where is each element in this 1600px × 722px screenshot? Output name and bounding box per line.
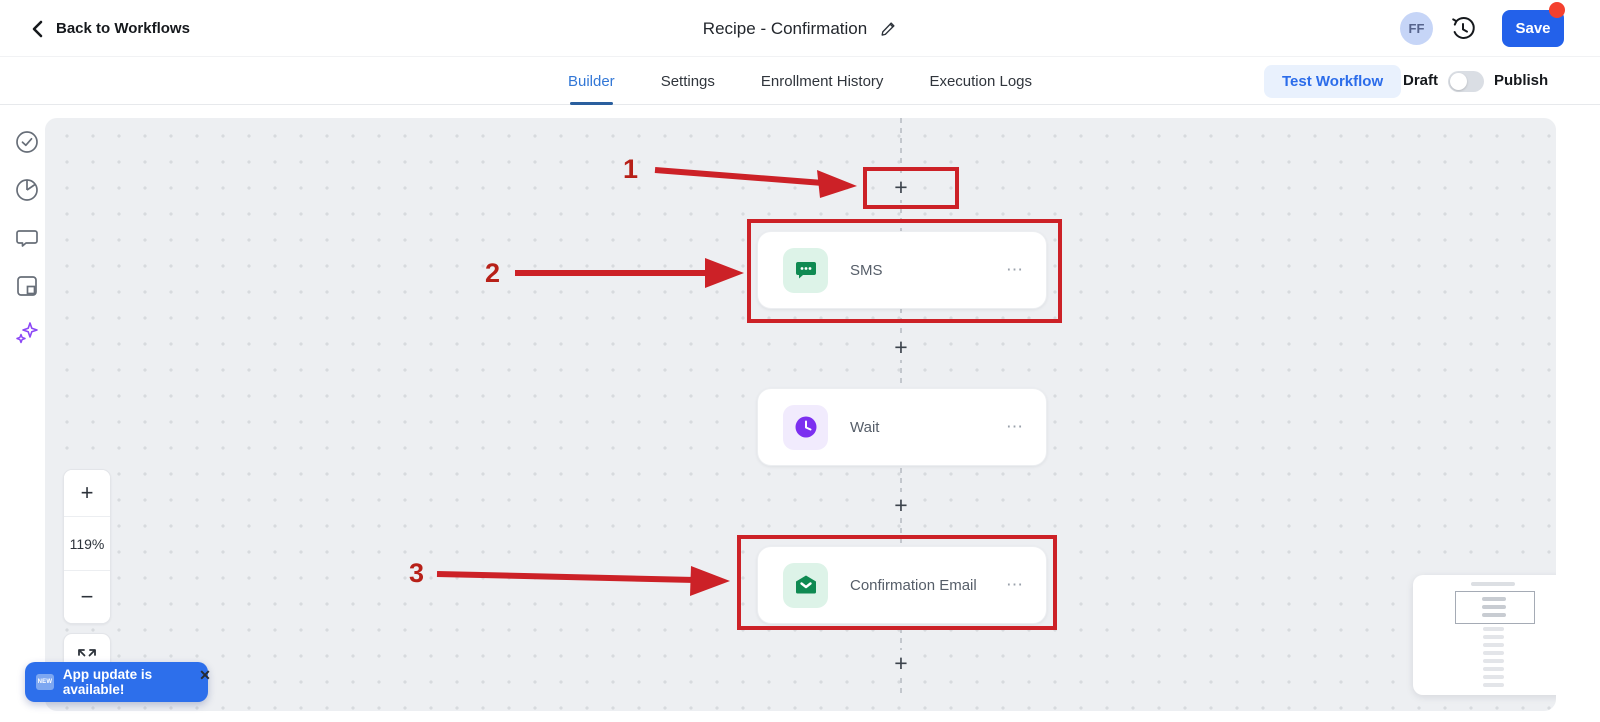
- minimap-node-bar: [1483, 667, 1504, 671]
- annotation-number-2: 2: [485, 258, 501, 288]
- tab-bar: Builder Settings Enrollment History Exec…: [0, 57, 1600, 105]
- new-badge: NEW: [36, 674, 54, 690]
- chevron-left-icon: [30, 20, 46, 38]
- draft-publish-toggle[interactable]: [1448, 71, 1484, 92]
- workflow-builder-main: + + + + SMS ⋯ Wait ⋯: [0, 105, 1600, 722]
- minimap-node-bar: [1483, 675, 1504, 679]
- email-open-icon: [783, 562, 828, 608]
- minimap-node-bar: [1483, 651, 1504, 655]
- pie-chart-icon[interactable]: [14, 177, 40, 203]
- back-to-workflows-button[interactable]: Back to Workflows: [30, 0, 190, 57]
- unsaved-changes-dot: [1549, 2, 1565, 18]
- banner-close-icon[interactable]: ✕: [199, 666, 211, 683]
- toggle-knob: [1450, 73, 1467, 90]
- minimap-title-bar: [1471, 582, 1515, 586]
- comment-icon[interactable]: [14, 225, 40, 251]
- zoom-controls: + 119% −: [63, 469, 111, 624]
- minimap-viewport[interactable]: [1455, 591, 1535, 624]
- zoom-in-button[interactable]: +: [64, 470, 110, 516]
- minimap-node-bar: [1483, 659, 1504, 663]
- minimap-node-bar: [1483, 635, 1504, 639]
- annotation-box-3: [737, 535, 1057, 630]
- minimap[interactable]: [1413, 575, 1556, 695]
- minimap-node-bar: [1483, 643, 1504, 647]
- ai-sparkles-icon[interactable]: [14, 320, 40, 346]
- check-circle-icon[interactable]: [14, 129, 40, 155]
- node-label: Wait: [850, 418, 880, 436]
- node-menu-ellipsis[interactable]: ⋯: [1006, 260, 1024, 279]
- add-step-button-after-sms[interactable]: +: [888, 334, 914, 360]
- top-bar: Back to Workflows Recipe - Confirmation …: [0, 0, 1600, 57]
- node-label: SMS: [850, 261, 883, 279]
- annotation-arrow-1: [654, 167, 857, 198]
- annotation-number-1: 1: [623, 154, 639, 184]
- node-confirmation-email[interactable]: Confirmation Email ⋯: [757, 546, 1047, 624]
- minimap-node-bar: [1482, 605, 1506, 609]
- tabs: Builder Settings Enrollment History Exec…: [0, 57, 1600, 105]
- tab-execution-logs[interactable]: Execution Logs: [929, 72, 1033, 90]
- minimap-node-bar: [1483, 627, 1504, 631]
- sms-icon: [783, 247, 828, 293]
- add-step-button-bottom[interactable]: +: [888, 650, 914, 676]
- node-menu-ellipsis[interactable]: ⋯: [1006, 575, 1024, 594]
- tab-builder[interactable]: Builder: [568, 57, 615, 105]
- zoom-out-button[interactable]: −: [64, 570, 110, 623]
- annotation-arrow-2: [515, 258, 744, 288]
- add-step-button-after-wait[interactable]: +: [888, 492, 914, 518]
- tab-settings[interactable]: Settings: [660, 72, 715, 90]
- title-area: Recipe - Confirmation: [0, 0, 1600, 57]
- draft-label: Draft: [1403, 72, 1439, 89]
- annotation-number-3: 3: [409, 558, 425, 588]
- workflow-canvas[interactable]: + + + + SMS ⋯ Wait ⋯: [45, 118, 1556, 711]
- back-label: Back to Workflows: [56, 20, 190, 37]
- expand-arrows-icon: [76, 646, 98, 668]
- node-menu-ellipsis[interactable]: ⋯: [1006, 417, 1024, 436]
- zoom-level: 119%: [64, 516, 110, 570]
- minimap-node-bar: [1482, 597, 1506, 601]
- history-clock-icon[interactable]: [1450, 16, 1476, 42]
- node-label: Confirmation Email: [850, 576, 977, 594]
- node-sms[interactable]: SMS ⋯: [757, 231, 1047, 309]
- add-step-button-top[interactable]: +: [888, 174, 914, 200]
- minimap-node-bar: [1482, 613, 1506, 617]
- page-title: Recipe - Confirmation: [702, 18, 868, 38]
- tab-enrollment-history[interactable]: Enrollment History: [760, 72, 884, 90]
- left-icon-rail: [0, 105, 45, 722]
- minimap-node-bar: [1483, 683, 1504, 687]
- app-update-banner[interactable]: NEW App update is available!: [25, 662, 208, 702]
- annotation-box-2: [747, 219, 1062, 323]
- avatar[interactable]: FF: [1400, 12, 1433, 45]
- test-workflow-button[interactable]: Test Workflow: [1264, 65, 1402, 98]
- note-icon[interactable]: [14, 273, 40, 299]
- edit-title-pencil-icon[interactable]: [879, 20, 897, 38]
- clock-icon: [783, 404, 828, 450]
- annotation-box-1: [863, 167, 959, 209]
- node-wait[interactable]: Wait ⋯: [757, 388, 1047, 466]
- banner-message: App update is available!: [62, 667, 153, 697]
- publish-label: Publish: [1494, 72, 1549, 89]
- annotation-arrow-3: [436, 566, 730, 596]
